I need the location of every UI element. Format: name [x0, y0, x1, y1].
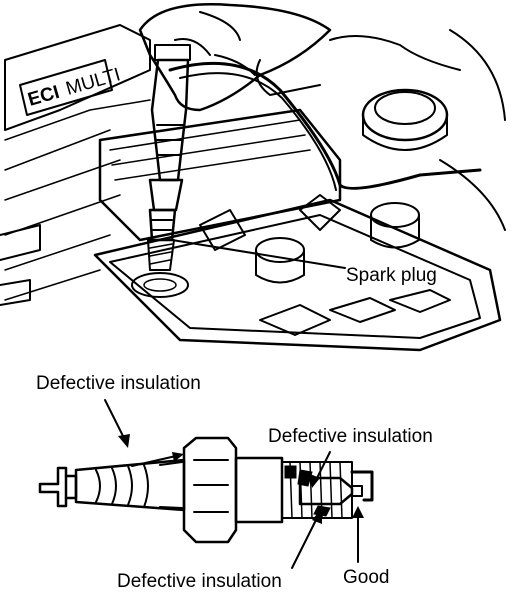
- porcelain-nose: [298, 476, 354, 506]
- defective-arrow-top-left: [104, 399, 126, 441]
- good-label: Good: [343, 567, 389, 588]
- defective-insulation-label-top-left: Defective insulation: [36, 373, 201, 394]
- spark-plug-inspection-illustration: Defective insulation Defective insulatio…: [36, 373, 433, 592]
- shell: [234, 456, 284, 524]
- engine-illustration: ECI MULTI: [0, 3, 506, 352]
- defective-arrow-right: [315, 451, 331, 481]
- hex-body: [182, 436, 238, 544]
- spark-plug-label: Spark plug: [346, 265, 437, 286]
- defective-arrow-bottom: [291, 515, 319, 569]
- ground-electrode: [350, 470, 374, 502]
- terminal-nut: [38, 466, 68, 508]
- defective-insulation-label-right: Defective insulation: [268, 426, 433, 447]
- hand-illustration: [138, 3, 332, 112]
- defective-insulation-label-bottom: Defective insulation: [117, 571, 282, 592]
- spark-plug-leader: [171, 239, 346, 269]
- spark-plug-in-engine: [131, 208, 189, 298]
